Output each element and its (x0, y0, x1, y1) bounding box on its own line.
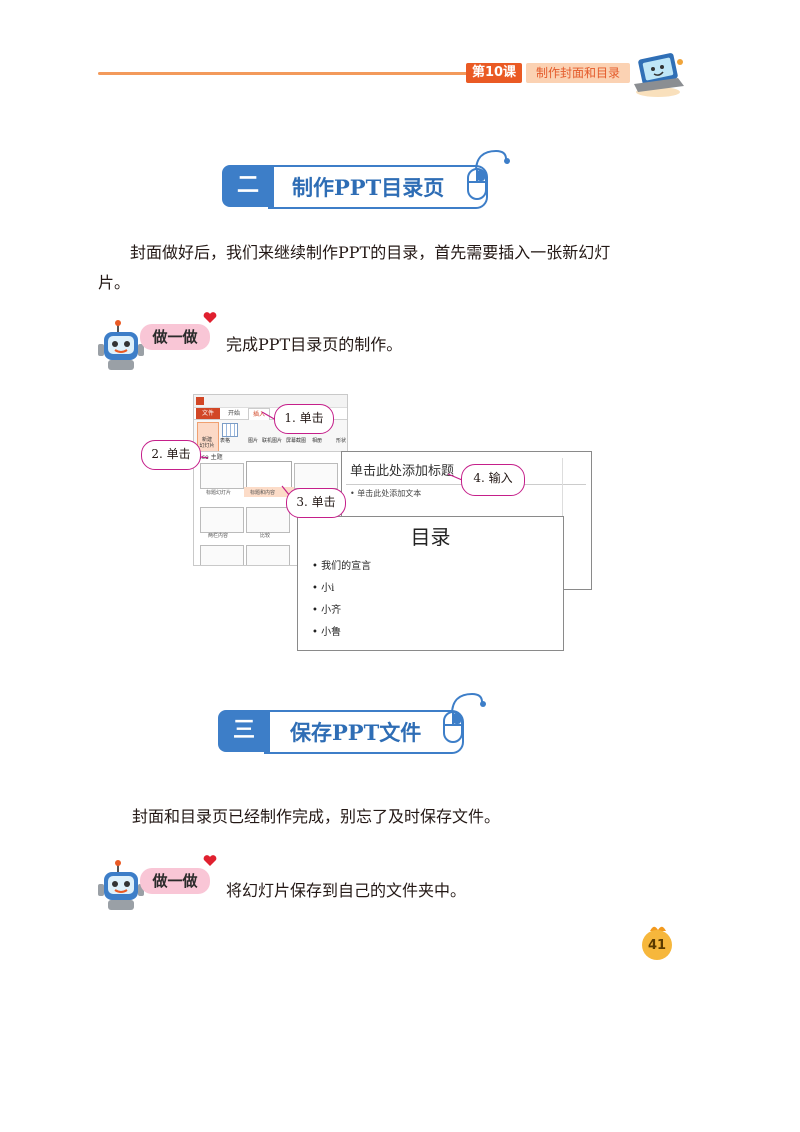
table-label: 表格 (220, 438, 231, 444)
lesson-topic: 制作封面和目录 (526, 63, 630, 83)
section-banner-3: 三 保存PPT文件 (218, 692, 508, 754)
layout-thumb[interactable] (294, 463, 338, 489)
ppt-app-icon (196, 397, 204, 405)
layout-highlight (244, 487, 294, 497)
section3-paragraph: 封面和目录页已经制作完成，别忘了及时保存文件。 (132, 807, 501, 826)
section-title: 保存PPT文件 (290, 720, 422, 745)
screenshot-label[interactable]: 屏幕截图 (286, 438, 307, 444)
heart-icon (203, 855, 217, 866)
new-slide-label: 新建 幻灯片 (199, 437, 215, 449)
activity-instruction: 将幻灯片保存到自己的文件夹中。 (226, 881, 467, 900)
page-number: 41 (642, 930, 672, 960)
text-placeholder[interactable]: • 单击此处添加文本 (350, 489, 422, 498)
activity-badge: 做一做 (140, 324, 210, 350)
section-number-badge: 二 (222, 165, 274, 207)
section-title: 制作PPT目录页 (292, 175, 445, 200)
album-label[interactable]: 相册 (312, 438, 323, 444)
layout-label-compare: 比较 (260, 533, 271, 539)
toc-slide-title: 目录 (410, 525, 451, 549)
layout-thumb[interactable] (200, 463, 244, 489)
toc-bullet: • 我们的宣言 (312, 561, 372, 572)
toc-slide: 目录 • 我们的宣言 • 小i • 小齐 • 小鲁 (297, 516, 564, 651)
picture-label[interactable]: 图片 (248, 438, 259, 444)
laptop-mascot-icon (634, 53, 684, 97)
step-callout: 2. 单击 (141, 440, 201, 470)
section-banner-2: 二 制作PPT目录页 (222, 149, 512, 209)
layout-label-title: 标题幻灯片 (206, 490, 232, 496)
layout-label-title-content: 标题和内容 (250, 490, 276, 496)
step-callout: 3. 单击 (286, 488, 346, 518)
section2-paragraph: 封面做好后，我们来继续制作PPT的目录，首先需要插入一张新幻灯片。 (98, 243, 611, 292)
toc-bullet: • 小i (312, 583, 335, 594)
layout-label-two: 两栏内容 (208, 533, 229, 539)
layout-thumb[interactable] (246, 461, 292, 489)
layout-thumb[interactable] (246, 545, 290, 565)
step-callout: 1. 单击 (274, 404, 334, 434)
mouse-icon (467, 149, 510, 200)
gallery-header: ice 主题 (200, 454, 223, 461)
online-picture-label[interactable]: 联机图片 (262, 438, 283, 444)
robot-mascot-icon (98, 320, 144, 370)
section-number-badge: 三 (218, 710, 270, 752)
activity-badge: 做一做 (140, 868, 210, 894)
step-callout: 4. 输入 (461, 464, 525, 496)
header-rule (98, 72, 470, 75)
tab-start[interactable]: 开始 (227, 410, 240, 417)
toc-bullet: • 小鲁 (312, 627, 342, 638)
title-placeholder[interactable]: 单击此处添加标题 (350, 464, 455, 479)
shape-label[interactable]: 形状 (336, 438, 347, 444)
tab-insert[interactable]: 插入 (248, 408, 270, 420)
tab-file[interactable]: 文件 (196, 408, 220, 419)
table-button[interactable] (222, 423, 238, 437)
heart-icon (203, 312, 217, 323)
layout-thumb[interactable] (200, 507, 244, 533)
lesson-label: 第10课 (466, 63, 522, 83)
toc-bullet: • 小齐 (312, 605, 342, 616)
activity-instruction: 完成PPT目录页的制作。 (226, 335, 403, 354)
mouse-icon (443, 692, 486, 743)
layout-thumb[interactable] (246, 507, 290, 533)
leaf-icon (650, 926, 666, 931)
layout-thumb[interactable] (200, 545, 244, 565)
